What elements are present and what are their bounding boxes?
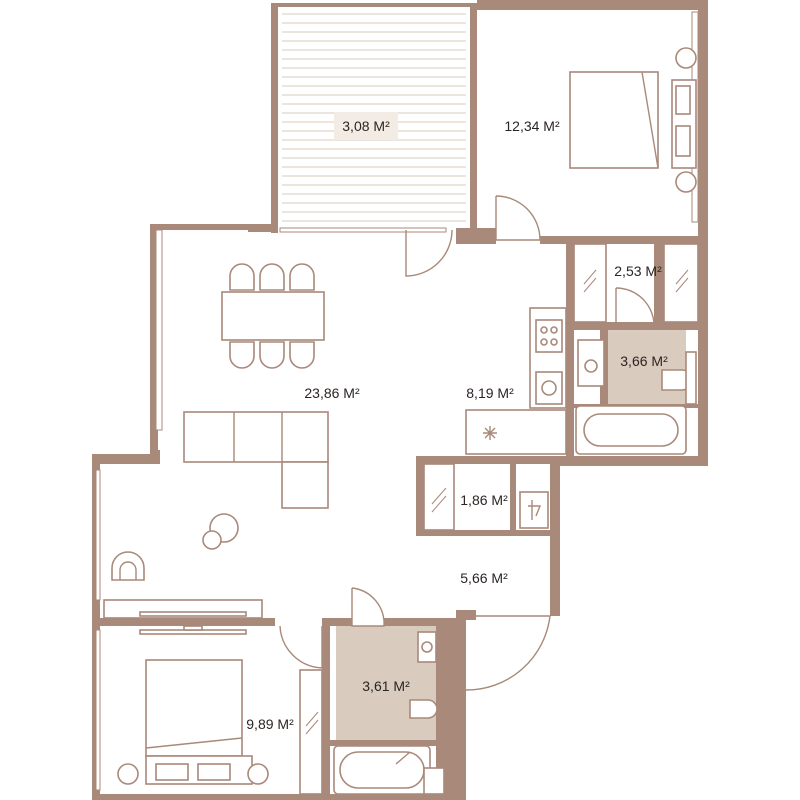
wardrobes [299, 243, 699, 795]
bathroom-1-label: 3,66 M² [620, 353, 668, 369]
storage-fixture [519, 491, 549, 529]
wardrobe-1-label: 2,53 M² [614, 263, 662, 279]
bathroom-2-label: 3,61 M² [362, 678, 410, 694]
hall-label: 5,66 M² [460, 570, 508, 586]
doors [279, 195, 655, 691]
balcony-label-bg [334, 112, 398, 140]
bedroom-1-label: 12,34 M² [504, 118, 560, 134]
balcony [278, 6, 470, 224]
sofa [183, 411, 329, 509]
coffee-tables [202, 513, 239, 550]
dining-set [221, 263, 325, 369]
bed-1 [569, 47, 697, 193]
bathroom-1-fixtures [575, 339, 697, 455]
bed-2 [117, 659, 269, 785]
bathroom-2-fixtures [333, 631, 445, 795]
tv-console [103, 599, 263, 635]
armchair [111, 551, 145, 581]
storage-label: 1,86 M² [460, 492, 508, 508]
room-labels: 3,08 M² 12,34 M² 2,53 M² 3,66 M² 23,86 M… [246, 118, 668, 732]
bathroom-1-floor [606, 330, 686, 406]
kitchen-label: 8,19 M² [466, 385, 514, 401]
walls [92, 0, 708, 800]
living-label: 23,86 M² [304, 385, 360, 401]
bedroom-2-label: 9,89 M² [246, 716, 294, 732]
balcony-label: 3,08 M² [342, 118, 390, 134]
kitchen-units [465, 307, 567, 455]
